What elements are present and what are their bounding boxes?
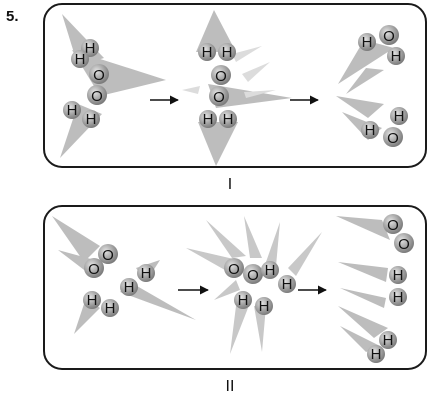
atom-o: O — [247, 267, 259, 284]
collision-cluster: H H O O H H — [198, 43, 237, 128]
panel-i: H H O O H H H H O O H — [43, 3, 427, 193]
atom-h: H — [365, 122, 376, 139]
atom-o: O — [102, 247, 114, 264]
atom-h: H — [222, 44, 233, 61]
atom-o: O — [215, 68, 227, 85]
atom-h: H — [391, 48, 402, 65]
collision-cluster: O O H H H H — [224, 258, 296, 315]
atom-h: H — [371, 346, 382, 363]
atom-o: O — [387, 217, 399, 234]
h2-molecule-bottom: H H — [63, 101, 100, 128]
atom-h: H — [203, 111, 214, 128]
atom-h: H — [87, 292, 98, 309]
atom-o: O — [387, 130, 399, 147]
panel-ii-label: II — [226, 378, 235, 395]
o2-molecule: O O — [84, 244, 118, 278]
atom-o: O — [213, 89, 225, 106]
atom-h: H — [393, 289, 404, 306]
atom-h: H — [67, 102, 78, 119]
atom-o: O — [88, 261, 100, 278]
atom-h: H — [393, 267, 404, 284]
atom-h: H — [265, 262, 276, 279]
atom-h: H — [362, 34, 373, 51]
atom-h: H — [394, 108, 405, 125]
atom-h: H — [282, 276, 293, 293]
atom-h: H — [383, 332, 394, 349]
atom-h: H — [86, 111, 97, 128]
h2-molecule-product-a: H H — [389, 266, 407, 306]
atom-o: O — [398, 236, 410, 253]
atom-o: O — [91, 88, 103, 105]
impact-spikes — [182, 46, 276, 98]
atom-o: O — [383, 28, 395, 45]
atom-o: O — [93, 67, 105, 84]
impact-spikes — [186, 216, 322, 354]
atom-h: H — [85, 40, 96, 57]
water-molecule-top: H O H — [358, 25, 405, 65]
o2-molecule: O O — [87, 64, 109, 105]
atom-h: H — [223, 111, 234, 128]
h2-molecule-product-b: H H — [367, 331, 397, 363]
atom-h: H — [238, 292, 249, 309]
h2-molecule-right: H H — [120, 264, 155, 296]
atom-h: H — [124, 279, 135, 296]
question-number: 5. — [6, 8, 19, 25]
panel-ii: O O H H H H O O H H H — [43, 205, 427, 395]
atom-h: H — [259, 298, 270, 315]
panel-i-label: I — [228, 176, 232, 193]
h2-molecule-left: H H — [83, 291, 119, 317]
atom-h: H — [105, 300, 116, 317]
o2-molecule-product: O O — [383, 214, 414, 253]
atom-h: H — [141, 265, 152, 282]
atom-h: H — [202, 44, 213, 61]
atom-h: H — [75, 51, 86, 68]
water-molecule-bottom: H H O — [361, 107, 408, 147]
h2-molecule-top: H H — [71, 39, 99, 68]
panel-i-frame — [43, 3, 427, 168]
atom-o: O — [228, 261, 240, 278]
